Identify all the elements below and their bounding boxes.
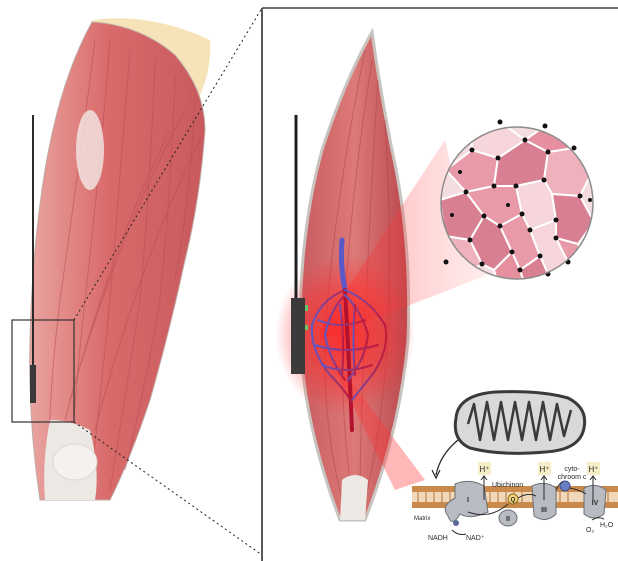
cytochrome-c-label-2: chroom c [558,474,587,481]
mito-pointer [436,440,458,475]
nad-plus-label: NAD⁺ [466,535,485,542]
complex-ii-label: II [506,516,510,523]
cytochrome-c-label-1: cyto- [564,466,580,473]
sensor-detector [305,325,308,330]
kneecap [53,444,97,480]
fmn-dot [453,520,459,526]
h-plus-2: H⁺ [540,465,550,474]
h-plus-3: H⁺ [589,465,599,474]
h2o-label: H₂O [600,522,614,529]
matrix-label: Matrix [414,516,430,522]
electron-transport-chain: I Q II III IV [412,462,618,542]
nadh-label: NADH [428,535,448,542]
mitochondrion [432,392,585,478]
complex-iv-label: IV [592,500,599,507]
q-label: Q [511,498,516,504]
sensor-emitter [305,305,308,311]
nirs-sensor [291,298,305,374]
o2-label: O₂ [586,527,594,534]
h-plus-1: H⁺ [480,465,490,474]
nadh-arrow [452,530,466,535]
zoom-panel: I Q II III IV [262,8,618,561]
complex-i-label: I [467,497,469,504]
complex-iii-label: III [541,507,547,514]
sensor-small [30,365,36,403]
ubiquinone-label: Ubichinon [492,482,523,489]
belly-tendon [340,475,368,520]
tendon-patch [76,110,104,190]
